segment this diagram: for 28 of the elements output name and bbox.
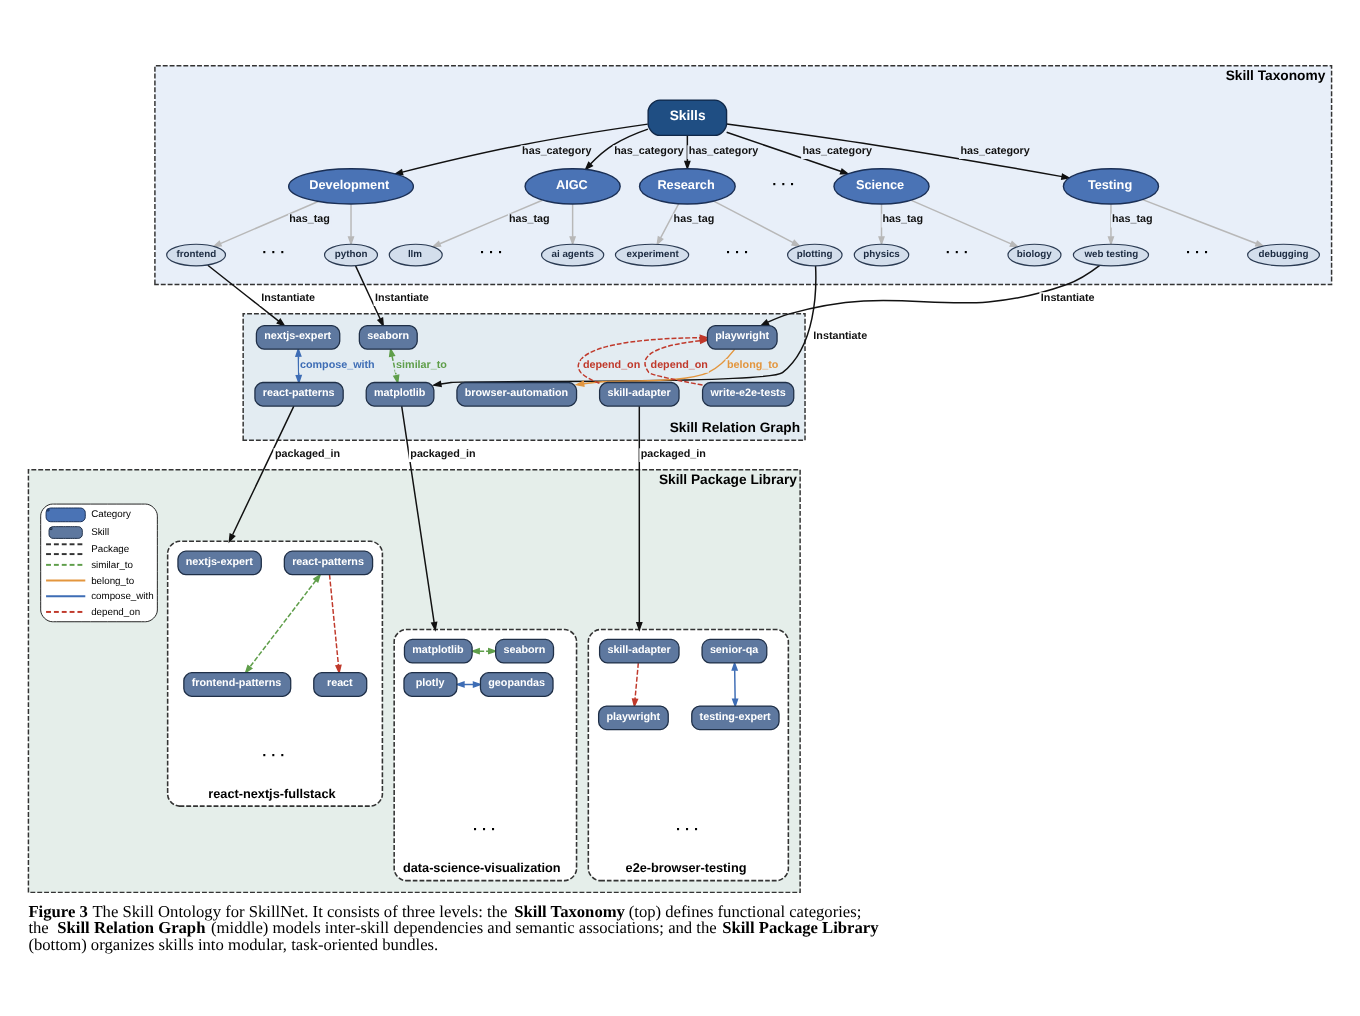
arrow — [878, 203, 885, 247]
arrow — [431, 265, 817, 388]
arrow — [1141, 198, 1265, 247]
arrow — [207, 264, 286, 327]
arrow — [211, 200, 319, 248]
arrow — [228, 405, 295, 544]
arrow — [347, 203, 355, 247]
arrow — [713, 200, 802, 247]
arrow — [725, 131, 850, 175]
arrow — [656, 203, 680, 247]
arrow — [1107, 203, 1115, 247]
arrow — [725, 123, 1072, 180]
arrow — [635, 405, 643, 632]
arrow — [470, 647, 498, 655]
arrow — [569, 203, 577, 247]
arrow — [431, 199, 544, 248]
arrow — [388, 347, 400, 385]
arrow — [400, 405, 438, 632]
arrow — [910, 199, 1020, 248]
arrow — [244, 573, 322, 675]
arrow — [354, 265, 385, 328]
arrow — [584, 128, 649, 171]
arrow — [294, 347, 303, 385]
arrow — [574, 348, 736, 388]
arrow — [631, 662, 640, 709]
arrow — [731, 660, 739, 709]
caption: Figure 3 The Skill Ontology for SkillNet. It consists of three levels: the Skill Taxonomy (top) defines functional categories; the Skill Relation Graph (middle) models inter-skill dependencies and semantic associations; and the Skill Package Library (bottom) organizes skills into modular, task-oriented bundles. — [28, 902, 879, 954]
arrow — [328, 574, 342, 675]
